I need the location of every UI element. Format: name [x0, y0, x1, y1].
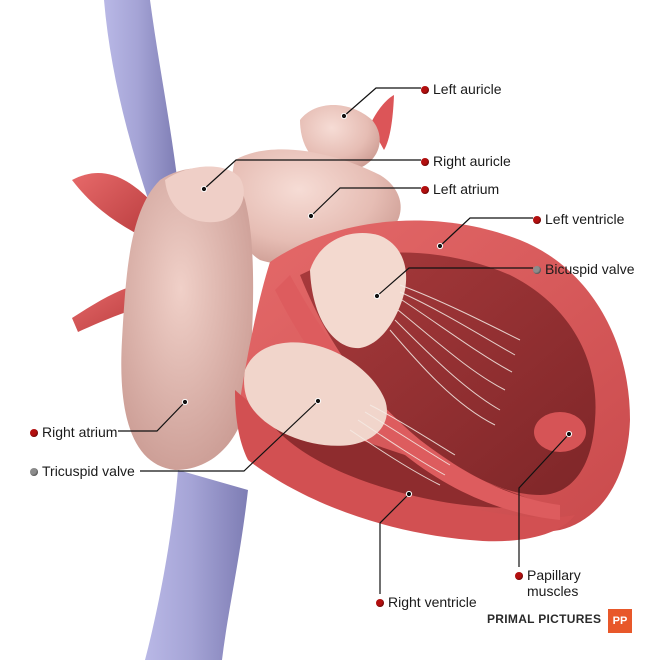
red-marker-dot [376, 599, 384, 607]
pulmonary-vessel-upper [72, 172, 150, 240]
right-auricle-shape [165, 166, 244, 223]
brand-logo: PP [608, 609, 632, 633]
label-left-ventricle: Left ventricle [533, 211, 624, 227]
red-marker-dot [421, 158, 429, 166]
inferior-vena-cava [145, 470, 248, 660]
label-bicuspid-valve: Bicuspid valve [533, 261, 635, 277]
leader-endpoints [181, 112, 573, 498]
label-tricuspid-valve: Tricuspid valve [30, 463, 135, 479]
right-ventricle-wall [235, 390, 575, 542]
red-marker-dot [30, 429, 38, 437]
superior-vena-cava [104, 0, 178, 205]
label-left-auricle: Left auricle [421, 81, 501, 97]
label-right-atrium: Right atrium [30, 424, 117, 440]
label-right-ventricle: Right ventricle [376, 594, 477, 610]
red-marker-dot [533, 216, 541, 224]
brand-name: PRIMAL PICTURES [487, 612, 602, 626]
bicuspid-valve-shape [310, 233, 407, 349]
leader-lines [118, 87, 570, 594]
pulmonary-vessel-right [370, 95, 394, 150]
red-marker-dot [421, 186, 429, 194]
tricuspid-valve-shape [244, 342, 387, 446]
right-atrium-shape [121, 168, 254, 471]
gray-marker-dot [30, 468, 38, 476]
papillary-muscle-shape [534, 412, 586, 452]
red-marker-dot [421, 86, 429, 94]
label-left-atrium: Left atrium [421, 181, 499, 197]
gray-marker-dot [533, 266, 541, 274]
interventricular-septum [275, 275, 560, 520]
label-right-auricle: Right auricle [421, 153, 511, 169]
red-marker-dot [515, 572, 523, 580]
chordae-tendineae-right [349, 404, 456, 486]
chordae-tendineae-left [389, 284, 521, 426]
